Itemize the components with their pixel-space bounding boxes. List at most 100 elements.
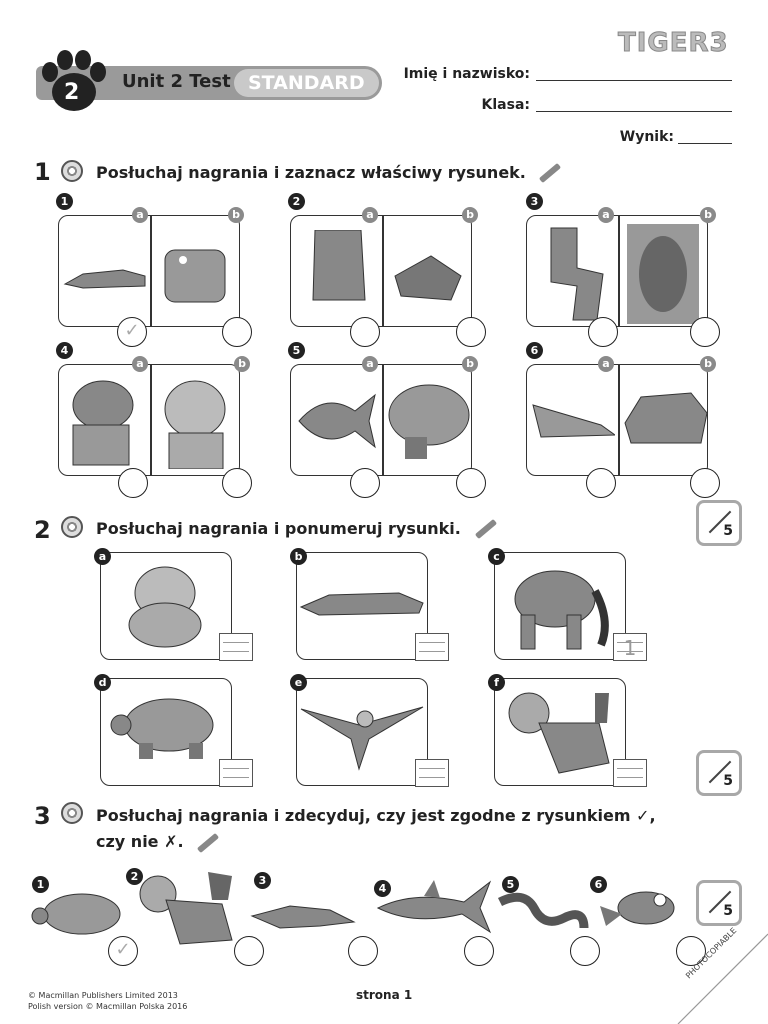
s1-item-5 [290,364,472,476]
s2-letter-f: f [488,674,505,691]
s1-item-3-letter-b: b [700,207,716,223]
s1-item-5-answer-b[interactable] [456,468,486,498]
fish-picture [298,393,376,449]
s1-item-5-letter-b: b [462,356,478,372]
claw-picture [394,255,462,301]
tiger-tail-picture [550,227,604,321]
s2-answer-b[interactable] [415,633,449,661]
section3-instruction-line1: Posłuchaj nagrania i zdecyduj, czy jest … [96,806,656,825]
s1-item-4-answer-a[interactable] [118,468,148,498]
s1-item-3-answer-b[interactable] [690,317,720,347]
s3-item-1-number: 1 [32,876,49,893]
tiger-picture [508,692,610,774]
pencil-icon [474,518,498,540]
s2-answer-c[interactable]: 1 [613,633,647,661]
shark-picture [376,880,492,934]
copyright-line2: Polish version © Macmillan Polska 2016 [28,1002,188,1011]
s1-item-3-answer-a[interactable] [588,317,618,347]
s1-item-1-number: 1 [56,193,73,210]
s1-item-5-number: 5 [288,342,305,359]
elephant-picture [514,570,609,650]
section2-number: 2 [34,516,51,544]
crocodile-back-picture [624,392,708,444]
snake-picture [497,892,589,929]
s1-item-3-letter-a: a [598,207,614,223]
s2-answer-f[interactable] [613,759,647,787]
section2-score-box: 5 [696,750,742,796]
s3-item-4-number: 4 [374,880,391,897]
s1-item-2-answer-b[interactable] [456,317,486,347]
unit-number: 2 [64,80,80,105]
s2-answer-a[interactable] [219,633,253,661]
tiger-picture [139,872,233,945]
s1-item-5-answer-a[interactable] [350,468,380,498]
page-number: strona 1 [356,988,413,1002]
section2-instruction: Posłuchaj nagrania i ponumeruj rysunki. [96,519,461,538]
s1-item-1 [58,215,240,327]
s3-item-5-answer[interactable] [570,936,600,966]
s1-item-1-answer-a[interactable]: ✓ [117,317,147,347]
s3-item-2-number: 2 [126,868,143,885]
s1-item-6 [526,364,708,476]
s1-item-2-letter-a: a [362,207,378,223]
pencil-icon [538,162,562,184]
copyright-line1: © Macmillan Publishers Limited 2013 [28,991,178,1000]
section3-score-box: 5 [696,880,742,926]
s2-letter-e: e [290,674,307,691]
s3-item-3-answer[interactable] [348,936,378,966]
score-label: Wynik: [619,129,674,145]
s2-letter-a: a [94,548,111,565]
class-field[interactable] [536,111,732,112]
section3-score-max: 5 [723,903,733,919]
level-badge: STANDARD [234,69,379,97]
s2-letter-d: d [94,674,111,691]
s1-item-4-answer-b[interactable] [222,468,252,498]
s1-item-4-letter-a: a [132,356,148,372]
parrot-picture [300,706,424,771]
section3-instruction-line2: czy nie ✗. [96,832,184,851]
s3-item-6-answer[interactable] [676,936,706,966]
s1-item-5-letter-a: a [362,356,378,372]
s2-card-e [296,678,449,787]
frog-picture [600,891,675,926]
s2-letter-b: b [290,548,307,565]
wing-picture [532,404,615,438]
tortoise-picture [110,698,214,759]
s1-item-1-letter-b: b [228,207,244,223]
s1-item-3 [526,215,708,327]
s1-item-6-answer-a[interactable] [586,468,616,498]
crocodile-picture [63,269,146,289]
hamster-picture [128,566,202,648]
s1-item-2-answer-a[interactable] [350,317,380,347]
s3-item-1-answer[interactable]: ✓ [108,936,138,966]
s3-item-4-answer[interactable] [464,936,494,966]
photocopiable-corner [658,914,768,1024]
cd-icon [61,516,83,538]
s3-item-2-answer[interactable] [234,936,264,966]
tortoise-picture [31,893,121,935]
s2-card-b [296,552,449,661]
s1-item-6-answer-b[interactable] [690,468,720,498]
s2-card-f [494,678,647,787]
s1-item-2 [290,215,472,327]
s1-item-6-number: 6 [526,342,543,359]
score-field[interactable] [678,143,732,144]
section1-score-max: 5 [723,523,733,539]
class-label: Klasa: [481,97,530,113]
paw-icon [42,50,106,111]
s1-item-1-letter-a: a [132,207,148,223]
s1-item-6-letter-b: b [700,356,716,372]
s2-answer-e[interactable] [415,759,449,787]
s2-card-c: 1 [494,552,647,661]
tiger-logo: TIGER3 [618,28,729,59]
s1-item-1-answer-b[interactable] [222,317,252,347]
section3-number: 3 [34,802,51,830]
s1-item-3-number: 3 [526,193,543,210]
s2-answer-d[interactable] [219,759,253,787]
name-field[interactable] [536,80,732,81]
s3-item-5-number: 5 [502,876,519,893]
unit-title: Unit 2 Test [122,71,231,92]
section1-instruction: Posłuchaj nagrania i zaznacz właściwy ry… [96,163,526,182]
s3-item-6-number: 6 [590,876,607,893]
s1-item-4 [58,364,240,476]
